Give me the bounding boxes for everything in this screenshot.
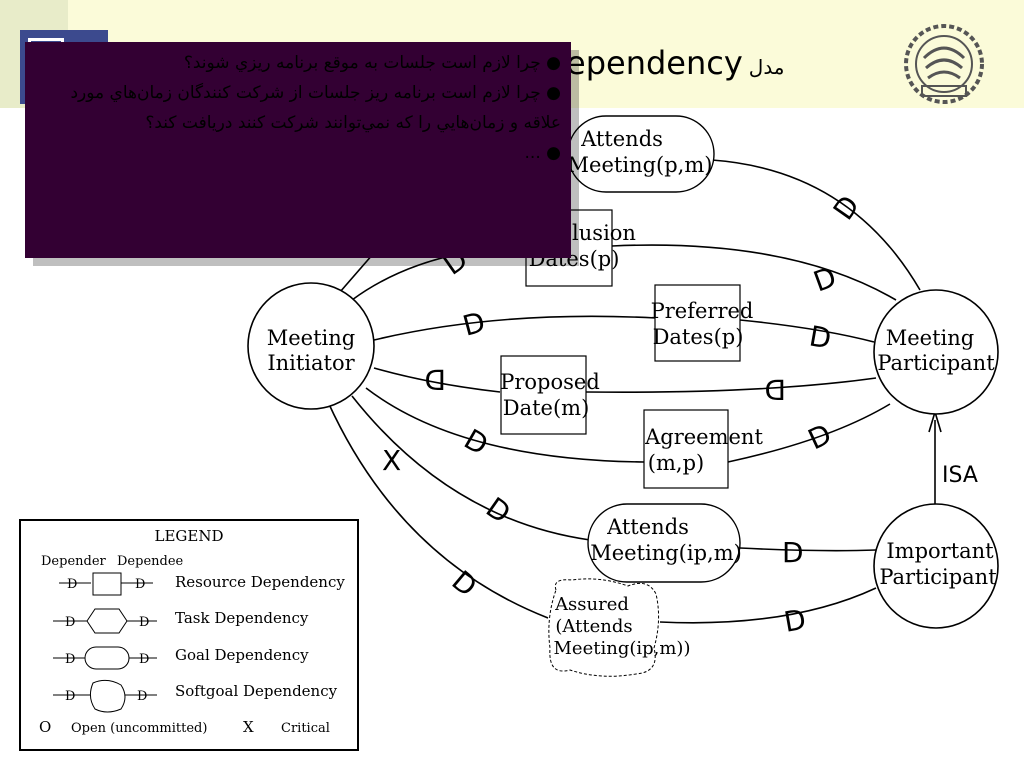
legend-label-resource: Resource Dependency: [175, 573, 345, 591]
d-mark: D: [459, 422, 494, 461]
legend-open-label: Open (uncommitted): [71, 721, 207, 736]
edge-preferred-participant: [739, 319, 875, 343]
svg-text:D: D: [137, 689, 147, 704]
svg-text:Date(m): Date(m): [503, 396, 590, 420]
isa-arrowhead: [928, 411, 942, 433]
legend-label-goal: Goal Dependency: [175, 646, 309, 664]
isa-label: ISA: [942, 463, 978, 488]
svg-text:D: D: [139, 615, 149, 630]
svg-text:lusion: lusion: [572, 221, 636, 245]
actor-important-line-2: Participant: [879, 565, 997, 589]
question-popup: ● چرا لازم است جلسات به موقع برنامه ريزي…: [25, 42, 571, 258]
svg-text:Proposed: Proposed: [500, 370, 600, 394]
actor-meeting-participant: Meeting Participant: [873, 289, 999, 415]
legend-depender: Depender: [41, 554, 107, 569]
actor-participant-line-2: Participant: [877, 351, 995, 375]
university-logo: [904, 24, 984, 104]
goal-attends-meeting-pm: Attends Meeting(p,m): [567, 115, 715, 193]
d-mark: D: [480, 491, 517, 530]
popup-bullet-2: ● چرا لازم است برنامه ريز جلسات از شركت …: [70, 83, 561, 133]
edge-assured-important: [659, 587, 877, 624]
svg-text:Attends: Attends: [606, 515, 689, 539]
svg-text:D: D: [139, 652, 149, 667]
d-mark: D: [782, 536, 804, 569]
resource-preferred-dates: Preferred Dates(p): [651, 284, 754, 362]
svg-text:Meeting(ip,m)): Meeting(ip,m)): [554, 638, 691, 659]
d-mark: D: [446, 564, 484, 603]
svg-text:Meeting(ip,m): Meeting(ip,m): [590, 541, 742, 565]
svg-text:Dates(p): Dates(p): [653, 325, 744, 349]
svg-text:Assured: Assured: [554, 594, 629, 615]
svg-text:Preferred: Preferred: [651, 299, 754, 323]
d-mark: D: [803, 417, 836, 456]
svg-text:Meeting(p,m): Meeting(p,m): [568, 153, 713, 177]
edge-initiator-attends-ipm: [351, 395, 591, 541]
legend-row-resource: D D Resource Dependency: [59, 572, 345, 596]
edge-proposed-participant: [585, 377, 877, 394]
edge-exclusion-participant: [611, 244, 897, 301]
legend-row-goal: D D Goal Dependency: [53, 646, 309, 670]
popup-bullet-3: ● ...: [524, 143, 561, 163]
legend-dependee: Dependee: [117, 554, 184, 569]
slide-title-prefix: مدل: [748, 55, 785, 79]
legend-title: LEGEND: [155, 527, 224, 545]
d-mark: D: [807, 319, 834, 355]
d-mark: D: [459, 305, 488, 342]
goal-attends-meeting-ipm: Attends Meeting(ip,m): [587, 503, 742, 583]
svg-text:Agreement: Agreement: [644, 425, 763, 449]
edge-initiator-preferred: [373, 315, 657, 341]
resource-proposed-date: Proposed Date(m): [500, 355, 600, 435]
legend-critical-label: Critical: [281, 721, 330, 736]
d-mark: D: [827, 189, 866, 226]
legend-row-softgoal: D D Softgoal Dependency: [53, 679, 338, 713]
actor-important-participant: Important Participant: [873, 503, 999, 629]
critical-mark: X: [382, 444, 401, 477]
resource-agreement: Agreement (m,p): [643, 409, 763, 489]
d-mark: D: [809, 260, 841, 298]
d-mark: D: [781, 603, 808, 639]
d-mark: D: [764, 373, 786, 406]
actor-participant-line-1: Meeting: [886, 326, 974, 350]
svg-text:Attends: Attends: [580, 127, 663, 151]
edge-initiator-proposed: [373, 367, 501, 393]
legend-row-task: D D Task Dependency: [53, 608, 309, 634]
svg-text:D: D: [67, 577, 77, 592]
actor-meeting-initiator: Meeting Initiator: [247, 282, 375, 410]
svg-text:(Attends: (Attends: [555, 616, 632, 637]
legend-label-task: Task Dependency: [175, 609, 309, 627]
svg-text:D: D: [65, 615, 75, 630]
popup-bullet-1: ● چرا لازم است جلسات به موقع برنامه ريزي…: [183, 53, 561, 73]
edge-initiator-assured: [327, 401, 549, 619]
slide-title-text: ependency: [566, 44, 743, 82]
d-mark: D: [424, 363, 446, 396]
actor-important-line-1: Important: [886, 539, 994, 563]
softgoal-assured-attendance: Assured (Attends Meeting(ip,m)): [548, 578, 691, 677]
legend-graphic: LEGEND Depender Dependee D D Resource De…: [39, 527, 345, 736]
edge-agreement-participant: [727, 403, 891, 463]
actor-initiator-line-1: Meeting: [267, 326, 355, 350]
svg-text:D: D: [65, 652, 75, 667]
legend-critical-symbol: X: [243, 718, 254, 736]
edge-attends-pm-participant: [711, 159, 921, 291]
svg-text:(m,p): (m,p): [648, 451, 704, 475]
legend: LEGEND Depender Dependee D D Resource De…: [19, 519, 359, 751]
legend-label-softgoal: Softgoal Dependency: [175, 682, 338, 700]
svg-text:D: D: [65, 689, 75, 704]
edge-attends-ipm-important: [739, 547, 877, 552]
actor-initiator-line-2: Initiator: [267, 351, 355, 375]
legend-open-symbol: O: [39, 718, 51, 736]
svg-text:D: D: [135, 577, 145, 592]
edge-initiator-agreement: [365, 387, 645, 463]
